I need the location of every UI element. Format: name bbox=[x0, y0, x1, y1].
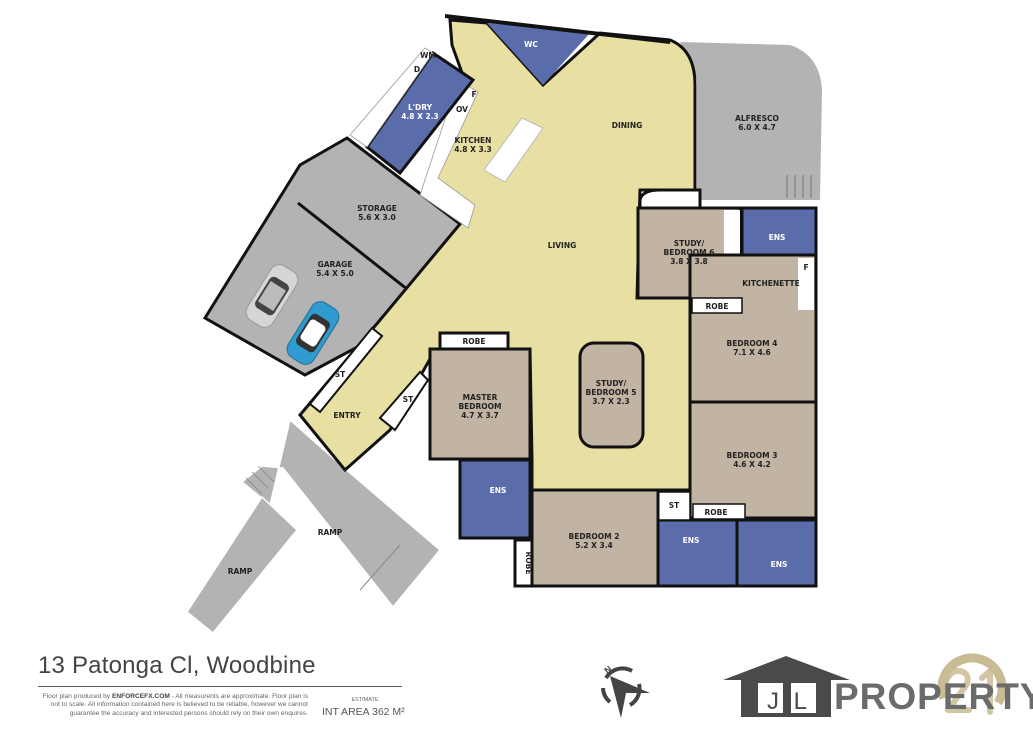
label-ramp-upper: RAMP bbox=[318, 528, 343, 537]
label-dryer: D bbox=[414, 65, 420, 74]
laundry-bench bbox=[349, 47, 434, 148]
label-kitchenette-fridge: F bbox=[803, 263, 808, 272]
label-ramp-lower: RAMP bbox=[228, 567, 253, 576]
bed2-shape bbox=[530, 488, 660, 588]
bed4-shape bbox=[688, 253, 818, 404]
steps-icon bbox=[245, 465, 275, 495]
label-ens-bed2: ENS bbox=[683, 536, 700, 545]
int-area: INT AREA 362 M² bbox=[322, 706, 405, 718]
car-silver-icon bbox=[245, 264, 299, 328]
label-master-size: 4.7 X 3.7 bbox=[461, 411, 499, 420]
car-blue-icon bbox=[286, 301, 340, 365]
kitchen-island bbox=[483, 117, 544, 183]
robe-bed4-shape bbox=[691, 297, 743, 314]
ramp-divider bbox=[359, 544, 401, 591]
kitchenette-bench bbox=[798, 258, 814, 310]
label-st-entry-left: ST bbox=[335, 370, 346, 379]
label-kitchenette: KITCHENETTE bbox=[742, 279, 800, 288]
ramp-area bbox=[186, 418, 442, 635]
disclaimer-prefix: Floor plan produced by bbox=[42, 693, 112, 700]
wc-shape bbox=[487, 23, 590, 85]
label-dining: DINING bbox=[612, 121, 643, 130]
label-bed3: BEDROOM 3 bbox=[727, 451, 778, 460]
label-laundry-size: 4.8 X 2.3 bbox=[401, 112, 439, 121]
study6-alcove bbox=[638, 188, 702, 210]
label-master: MASTER bbox=[463, 393, 498, 402]
compass-icon: N bbox=[601, 664, 650, 718]
label-master-2: BEDROOM bbox=[458, 402, 501, 411]
label-garage: GARAGE bbox=[318, 260, 353, 269]
label-st-bed2: ST bbox=[669, 501, 680, 510]
label-bed2-size: 5.2 X 3.4 bbox=[575, 541, 613, 550]
label-fridge: F bbox=[471, 90, 476, 99]
logo-badge-21-mark bbox=[943, 667, 993, 715]
label-study6-size: 3.8 X 3.8 bbox=[670, 257, 708, 266]
estimate-label: ESTIMATE bbox=[351, 697, 379, 703]
ens-bed3-shape bbox=[735, 518, 818, 588]
label-ens-master: ENS bbox=[490, 486, 507, 495]
label-storage: STORAGE bbox=[357, 204, 397, 213]
ramp-upper-shape bbox=[240, 418, 442, 609]
label-bed4: BEDROOM 4 bbox=[727, 339, 778, 348]
label-oven: OV bbox=[456, 105, 468, 114]
label-kitchen-size: 4.8 X 3.3 bbox=[454, 145, 492, 154]
label-bed3-size: 4.6 X 4.2 bbox=[733, 460, 771, 469]
label-living: LIVING bbox=[548, 241, 577, 250]
label-alfresco-size: 6.0 X 4.7 bbox=[738, 123, 776, 132]
label-st-entry-right: ST bbox=[403, 395, 414, 404]
label-robe-bed3: ROBE bbox=[705, 508, 728, 517]
label-kitchen: KITCHEN bbox=[455, 136, 492, 145]
label-alfresco: ALFRESCO bbox=[735, 114, 779, 123]
label-study5-size: 3.7 X 2.3 bbox=[592, 397, 630, 406]
label-entry: ENTRY bbox=[333, 411, 361, 420]
st-bed2-shape bbox=[657, 491, 691, 521]
label-wc: WC bbox=[524, 40, 538, 49]
ens-top-shape bbox=[740, 206, 818, 257]
label-study6: STUDY/ bbox=[674, 239, 705, 248]
label-ens-top: ENS bbox=[769, 233, 786, 242]
label-study6-2: BEDROOM 6 bbox=[664, 248, 715, 257]
compass-north-label: N bbox=[602, 664, 613, 676]
alfresco-shape bbox=[680, 42, 822, 200]
ens-master-shape bbox=[458, 458, 532, 540]
study5-shape bbox=[578, 341, 645, 449]
st-entry-right-shape bbox=[378, 370, 430, 432]
ens-bed2-shape bbox=[656, 518, 739, 588]
jl-property-logo: J L bbox=[723, 653, 1007, 723]
label-garage-size: 5.4 X 5.0 bbox=[316, 269, 354, 278]
disclaimer: Floor plan produced by ENFORCEFX.COM - A… bbox=[36, 693, 308, 718]
label-storage-size: 5.6 X 3.0 bbox=[358, 213, 396, 222]
label-study5-2: BEDROOM 5 bbox=[586, 388, 637, 397]
bed3-shape bbox=[688, 400, 818, 520]
kitchen-bench bbox=[419, 79, 479, 229]
logo-jl: J L bbox=[767, 688, 807, 715]
logo-property-text: PROPERTY bbox=[834, 676, 1033, 717]
label-wm: WM bbox=[420, 51, 436, 60]
label-robe-bed2: ROBE bbox=[524, 552, 533, 575]
label-bed2: BEDROOM 2 bbox=[569, 532, 620, 541]
disclaimer-text: - All measurents are approximate. Floor … bbox=[50, 693, 308, 717]
title-divider bbox=[38, 686, 402, 687]
label-bed4-size: 7.1 X 4.6 bbox=[733, 348, 771, 357]
label-study5: STUDY/ bbox=[596, 379, 627, 388]
ramp-lower-shape bbox=[186, 495, 299, 635]
label-laundry: L'DRY bbox=[408, 103, 433, 112]
top-wall bbox=[445, 14, 670, 44]
producer-link: ENFORCEFX.COM bbox=[111, 693, 170, 700]
property-address: 13 Patonga Cl, Woodbine bbox=[38, 652, 316, 679]
label-robe-bed4: ROBE bbox=[706, 302, 729, 311]
master-shape bbox=[428, 347, 532, 461]
storage-wall bbox=[297, 201, 418, 299]
robe-bed2-shape bbox=[513, 538, 534, 588]
label-robe-master: ROBE bbox=[463, 337, 486, 346]
st-entry-left-shape bbox=[308, 326, 384, 414]
label-ens-bed3: ENS bbox=[771, 560, 788, 569]
alfresco-steps-icon bbox=[786, 175, 812, 198]
